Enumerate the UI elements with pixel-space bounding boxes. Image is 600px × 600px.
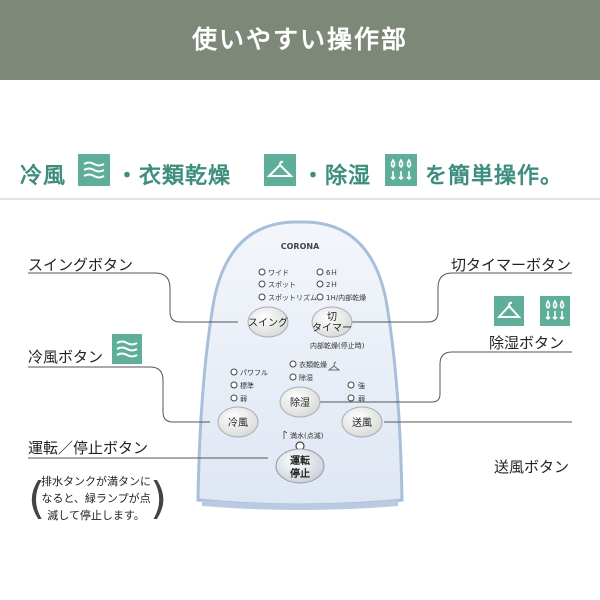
swing-mode-indicators: ワイド スポット スポットリズム: [258, 268, 317, 302]
fan-level-weak: 弱: [358, 395, 365, 403]
hanger-small-icon: [327, 361, 341, 371]
fan-button-label: 送風: [352, 416, 372, 429]
page-title: 使いやすい操作部: [191, 25, 408, 54]
hanger-icon: [494, 296, 524, 326]
note-paren-right: ): [150, 473, 168, 524]
run-button-label-2: 停止: [290, 467, 310, 480]
timer-1h: 1H/内部乾燥: [326, 293, 366, 302]
tank-full-note: 排水タンクが満タンになると、緑ランプが点滅して停止します。: [41, 475, 151, 522]
full-water-label: 満水(点滅): [290, 431, 324, 440]
timer-2h: 2Ｈ: [326, 281, 337, 289]
droplets-icon: [385, 154, 417, 186]
swing-button-label: スイング: [248, 316, 288, 329]
swing-mode-spot: スポット: [268, 281, 296, 289]
callout-fan-button: 送風ボタン: [494, 458, 570, 476]
note-box: ( 排水タンクが満タンになると、緑ランプが点滅して停止します。 ): [28, 470, 167, 528]
timer-note: 内部乾燥(停止時): [310, 341, 365, 350]
divider: [0, 198, 600, 200]
run-button-label-1: 運転: [290, 454, 310, 467]
wind-icon: [78, 154, 110, 186]
tagline-cool: 冷風: [20, 164, 67, 189]
cool-wind-button[interactable]: 冷風: [217, 406, 259, 438]
cool-level-standard: 標準: [240, 381, 254, 390]
dry-mode-clothes: 衣類乾燥: [299, 360, 327, 369]
timer-6h: 6Ｈ: [326, 269, 337, 277]
timer-button-label-2: タイマー: [312, 322, 352, 334]
cool-level-weak: 弱: [240, 395, 247, 403]
tagline-clothes-dry: ・衣類乾燥: [116, 164, 232, 189]
timer-indicators: 6Ｈ 2Ｈ 1H/内部乾燥: [316, 268, 366, 302]
callout-dehumidify-button: 除湿ボタン: [489, 334, 565, 352]
timer-button-label-1: 切: [327, 311, 337, 323]
callout-run-stop-button: 運転／停止ボタン: [28, 439, 149, 457]
swing-mode-wide: ワイド: [268, 269, 289, 277]
off-timer-button[interactable]: 切 タイマー: [311, 306, 353, 338]
swing-button[interactable]: スイング: [247, 306, 289, 338]
brand-logo: CORONA: [281, 242, 320, 251]
callout-off-timer-button: 切タイマーボタン: [451, 256, 572, 274]
dehumidify-button-label: 除湿: [290, 396, 310, 409]
tagline-easy: を簡単操作。: [425, 164, 564, 189]
note-paren-left: (: [28, 473, 46, 524]
fan-level-indicators: 強 弱: [347, 381, 365, 403]
hanger-icon: [264, 154, 296, 186]
fan-level-strong: 強: [358, 382, 365, 390]
cool-level-indicators: パワフル 標準 弱: [230, 368, 268, 403]
dry-mode-indicators: 衣類乾燥 除湿: [289, 360, 341, 382]
cool-wind-button-label: 冷風: [228, 416, 248, 429]
fan-button[interactable]: 送風: [341, 406, 383, 438]
run-stop-button[interactable]: 運転 停止: [275, 448, 325, 484]
note-icon: [283, 430, 288, 439]
swing-mode-spot-rhythm: スポットリズム: [268, 293, 317, 302]
cool-level-powerful: パワフル: [240, 369, 268, 377]
tagline: 冷風 ・衣類乾燥 ・除湿 を簡単操作。: [0, 150, 600, 192]
wind-icon: [112, 334, 142, 364]
callout-cool-wind-button: 冷風ボタン: [28, 348, 104, 366]
tagline-dehumidify: ・除湿: [302, 164, 372, 189]
header-bar: 使いやすい操作部: [0, 0, 600, 80]
dehumidify-button[interactable]: 除湿: [279, 386, 321, 418]
droplets-icon: [540, 296, 570, 326]
dry-mode-dehumidify: 除湿: [299, 373, 313, 382]
callout-swing-button: スイングボタン: [28, 256, 134, 274]
